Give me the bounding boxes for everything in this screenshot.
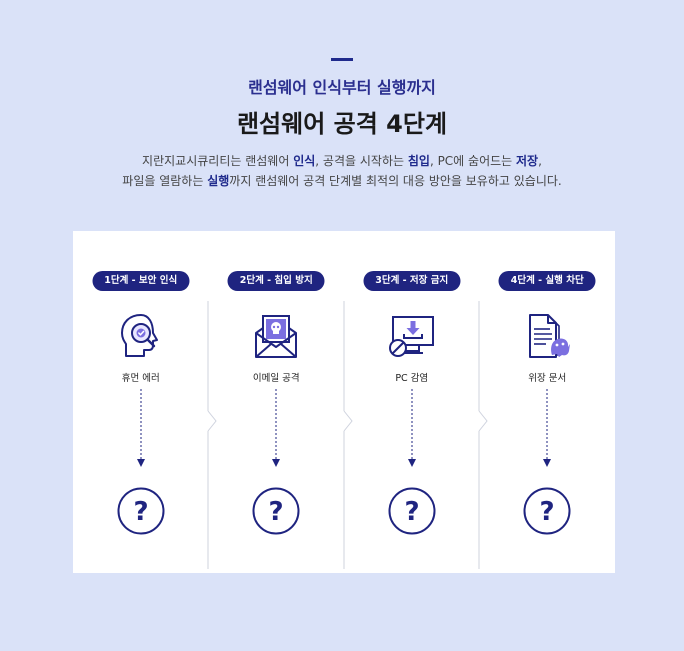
stage-card: 1단계 - 보안 인식 휴먼 에러 ? 2단계 - 침입 방지 bbox=[73, 231, 615, 573]
description-segment: , 공격을 시작하는 bbox=[315, 154, 408, 168]
stage-3-arrow-icon bbox=[407, 389, 416, 467]
stage-separator-3 bbox=[478, 301, 488, 569]
description-segment: 저장 bbox=[516, 154, 539, 168]
stage-2-arrow-icon bbox=[272, 389, 281, 467]
stage-1-label: 휴먼 에러 bbox=[121, 373, 160, 384]
stage-2-label: 이메일 공격 bbox=[252, 373, 300, 384]
description-line-2: 파일을 열람하는 실행까지 랜섬웨어 공격 단계별 최적의 대응 방안을 보유하… bbox=[0, 171, 684, 191]
page-title: 랜섬웨어 공격 4단계 bbox=[236, 110, 448, 138]
description-segment: , bbox=[538, 154, 542, 168]
description-segment: 인식 bbox=[293, 154, 316, 168]
stage-4-pill: 4단계 - 실행 차단 bbox=[498, 271, 596, 291]
stage-2-pill: 2단계 - 침입 방지 bbox=[227, 271, 325, 291]
stage-1-arrow-icon bbox=[136, 389, 145, 467]
stage-1: 1단계 - 보안 인식 휴먼 에러 ? bbox=[73, 231, 209, 573]
description-segment: , PC에 숨어드는 bbox=[429, 154, 517, 168]
stage-separator-2 bbox=[343, 301, 353, 569]
monitor-download-block-icon bbox=[388, 316, 434, 357]
stage-1-pill: 1단계 - 보안 인식 bbox=[92, 271, 190, 291]
stage-4-question-icon: ? bbox=[523, 487, 571, 535]
stage-1-question-text: ? bbox=[133, 497, 148, 527]
stage-3-label: PC 감염 bbox=[395, 373, 429, 384]
stage-3-pill: 3단계 - 저장 금지 bbox=[363, 271, 461, 291]
stage-3-question-text: ? bbox=[404, 497, 419, 527]
skull-envelope-icon bbox=[255, 315, 298, 358]
eyebrow-title: 랜섬웨어 인식부터 실행까지 bbox=[248, 78, 436, 97]
description-segment: 실행 bbox=[207, 174, 230, 188]
stage-separator-1 bbox=[207, 301, 217, 569]
stage-3-question-icon: ? bbox=[388, 487, 436, 535]
head-check-icon bbox=[120, 314, 158, 357]
stage-4-label: 위장 문서 bbox=[528, 373, 567, 384]
stage-3: 3단계 - 저장 금지 PC 감염 ? bbox=[344, 231, 480, 573]
stage-1-question-icon: ? bbox=[117, 487, 165, 535]
stage-2-question-icon: ? bbox=[252, 487, 300, 535]
description-segment: 침입 bbox=[407, 154, 430, 168]
description-segment: 까지 랜섬웨어 공격 단계별 최적의 대응 방안을 보유하고 있습니다. bbox=[229, 174, 562, 188]
description: 지란지교시큐리티는 랜섬웨어 인식, 공격을 시작하는 침입, PC에 숨어드는… bbox=[0, 151, 684, 191]
stage-2-question-text: ? bbox=[269, 497, 284, 527]
stage-4-arrow-icon bbox=[543, 389, 552, 467]
description-line-1: 지란지교시큐리티는 랜섬웨어 인식, 공격을 시작하는 침입, PC에 숨어드는… bbox=[0, 151, 684, 171]
stage-2: 2단계 - 침입 방지 이메일 공격 ? bbox=[209, 231, 345, 573]
description-segment: 파일을 열람하는 bbox=[122, 174, 208, 188]
description-segment: 지란지교시큐리티는 랜섬웨어 bbox=[142, 154, 294, 168]
stage-4: 4단계 - 실행 차단 위장 문서 ? bbox=[480, 231, 616, 573]
title-dash bbox=[331, 58, 353, 61]
document-ghost-icon bbox=[529, 314, 571, 358]
stage-4-question-text: ? bbox=[540, 497, 555, 527]
